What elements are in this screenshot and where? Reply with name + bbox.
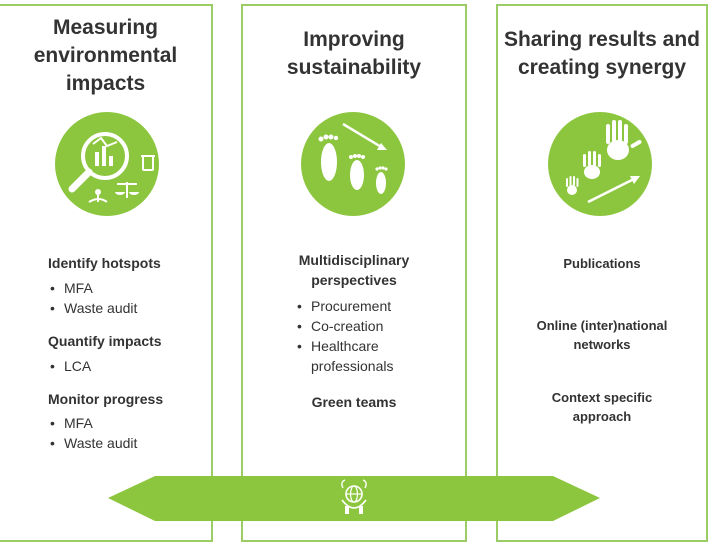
text-line: approach	[572, 409, 632, 424]
text-line: Online (inter)national	[536, 318, 668, 333]
magnifier-chart-icon	[55, 112, 159, 216]
context-approach-label: Context specific approach	[498, 388, 706, 426]
bullet-list: MFA Waste audit	[48, 413, 137, 453]
perspectives-heading: Multidisciplinary perspectives	[243, 250, 465, 290]
panel-improving: Improving sustainability Multidisciplina…	[241, 4, 467, 542]
heading-line: perspectives	[311, 272, 397, 288]
text-line: Context specific	[551, 390, 653, 405]
list-item: Healthcare	[295, 336, 391, 356]
networks-label: Online (inter)national networks	[498, 316, 706, 354]
title-line: Measuring	[52, 16, 159, 39]
list-item: MFA	[48, 413, 137, 433]
title-line: impacts	[65, 72, 146, 95]
title-line: Improving	[303, 28, 405, 51]
title-line: creating synergy	[517, 56, 687, 79]
panel-title: Sharing results and creating synergy	[498, 26, 706, 82]
handprints-icon	[548, 112, 652, 216]
title-line: environmental	[33, 44, 178, 67]
green-teams-label: Green teams	[311, 394, 397, 410]
section-heading: Quantify impacts	[48, 333, 162, 349]
panel-measuring: Measuring environmental impacts Identify…	[0, 4, 213, 542]
footprints-icon	[301, 112, 405, 216]
arrow-shape	[108, 476, 600, 521]
panel-sharing: Sharing results and creating synergy Pub…	[496, 4, 708, 542]
list-item: LCA	[48, 356, 91, 376]
publications-label: Publications	[563, 256, 641, 271]
list-item: Co-creation	[295, 316, 391, 336]
title-line: sustainability	[286, 56, 422, 79]
bullet-list: LCA	[48, 356, 91, 376]
bullet-list: Procurement Co-creation Healthcare	[295, 296, 391, 356]
list-item-continuation: professionals	[311, 358, 394, 374]
globe-hands-icon	[341, 479, 367, 514]
panel-title: Measuring environmental impacts	[0, 14, 211, 98]
section-heading: Monitor progress	[48, 391, 164, 407]
list-item: Waste audit	[48, 433, 137, 453]
title-line: Sharing results and	[503, 28, 701, 51]
heading-line: Multidisciplinary	[298, 252, 410, 268]
section-heading: Identify hotspots	[48, 255, 161, 271]
list-item: Procurement	[295, 296, 391, 316]
list-item: Waste audit	[48, 298, 137, 318]
bullet-list: MFA Waste audit	[48, 278, 137, 318]
list-item: MFA	[48, 278, 137, 298]
panel-title: Improving sustainability	[243, 26, 465, 82]
text-line: networks	[573, 337, 631, 352]
